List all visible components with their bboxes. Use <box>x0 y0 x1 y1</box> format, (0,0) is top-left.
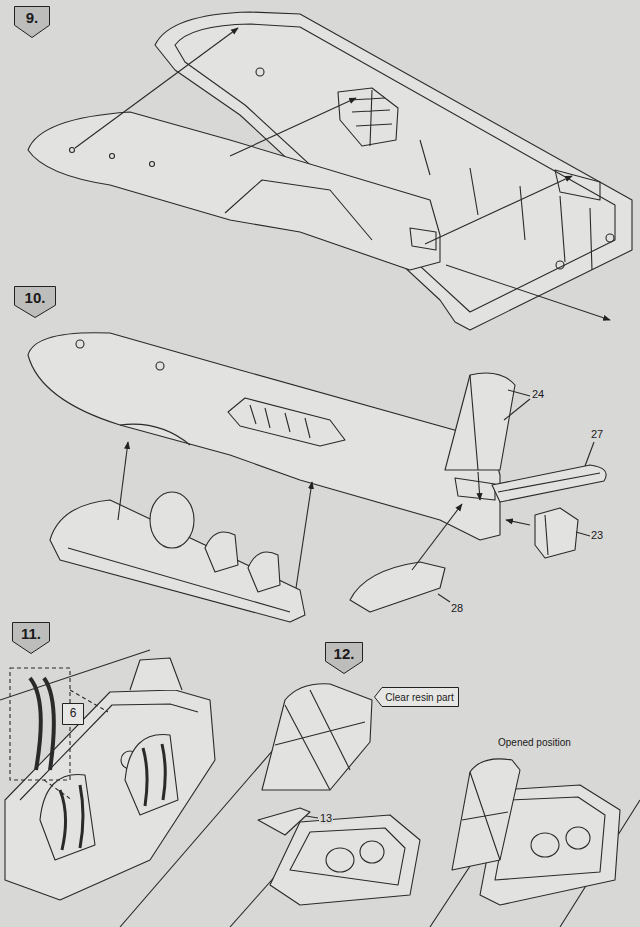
note-text: Opened position <box>497 737 572 748</box>
part-number: 24 <box>531 388 545 400</box>
part-number: 28 <box>450 602 464 614</box>
step-number: 11. <box>21 626 41 643</box>
step-number: 10. <box>25 290 46 307</box>
part-number: 27 <box>590 428 604 440</box>
step-badge: 10. <box>14 286 56 318</box>
part-number: 23 <box>590 529 604 541</box>
step-number: 12. <box>334 646 355 663</box>
part-number: 13 <box>319 812 333 824</box>
callout-number: 6 <box>70 707 77 720</box>
note-text: Clear resin part <box>385 692 453 703</box>
step-badge: 12. <box>325 642 363 674</box>
callout-box: 6 <box>62 703 84 725</box>
note-callout: Clear resin part <box>374 687 459 707</box>
step-number: 9. <box>26 10 39 27</box>
step-badge: 11. <box>12 622 50 654</box>
step-badge: 9. <box>14 6 50 38</box>
